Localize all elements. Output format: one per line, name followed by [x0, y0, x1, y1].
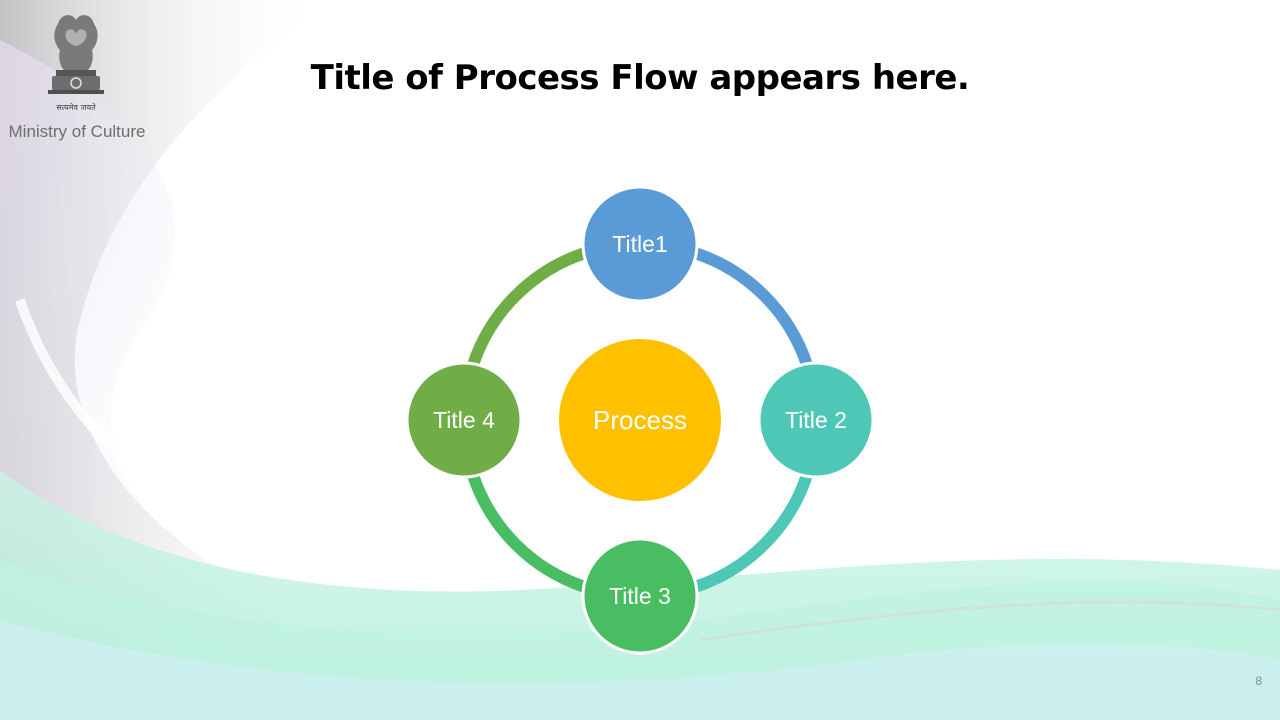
- page-number: 8: [1255, 674, 1262, 688]
- national-emblem: सत्यमेव जयते: [38, 10, 114, 122]
- node-title-2: Title 2: [757, 361, 875, 479]
- ring-arc-1: [693, 247, 813, 367]
- slide-title: Title of Process Flow appears here.: [310, 58, 970, 98]
- node-circle-4: [405, 361, 523, 479]
- node-label-2: Title 2: [785, 407, 847, 433]
- node-circle-2: [757, 361, 875, 479]
- center-label: Process: [593, 405, 687, 435]
- node-title-3: Title 3: [581, 537, 699, 655]
- node-label-4: Title 4: [433, 407, 495, 433]
- node-circle-3: [581, 537, 699, 655]
- process-cycle-diagram: Process Title1 Title 2 Title 3 Title 4: [405, 185, 875, 655]
- emblem-logo: सत्यमेव जयते: [48, 15, 104, 112]
- center-node-process: Process: [557, 337, 723, 503]
- svg-text:सत्यमेव जयते: सत्यमेव जयते: [56, 102, 96, 112]
- node-label-3: Title 3: [609, 583, 671, 609]
- node-title-4: Title 4: [405, 361, 523, 479]
- ring-arc-3: [467, 473, 587, 593]
- ministry-name: Ministry of Culture: [8, 122, 146, 141]
- node-label-1: Title1: [612, 231, 667, 257]
- center-circle: [557, 337, 723, 503]
- node-title-1: Title1: [581, 185, 699, 303]
- node-circle-1: [581, 185, 699, 303]
- ring-arc-2: [693, 473, 813, 593]
- ring-arc-4: [467, 247, 587, 367]
